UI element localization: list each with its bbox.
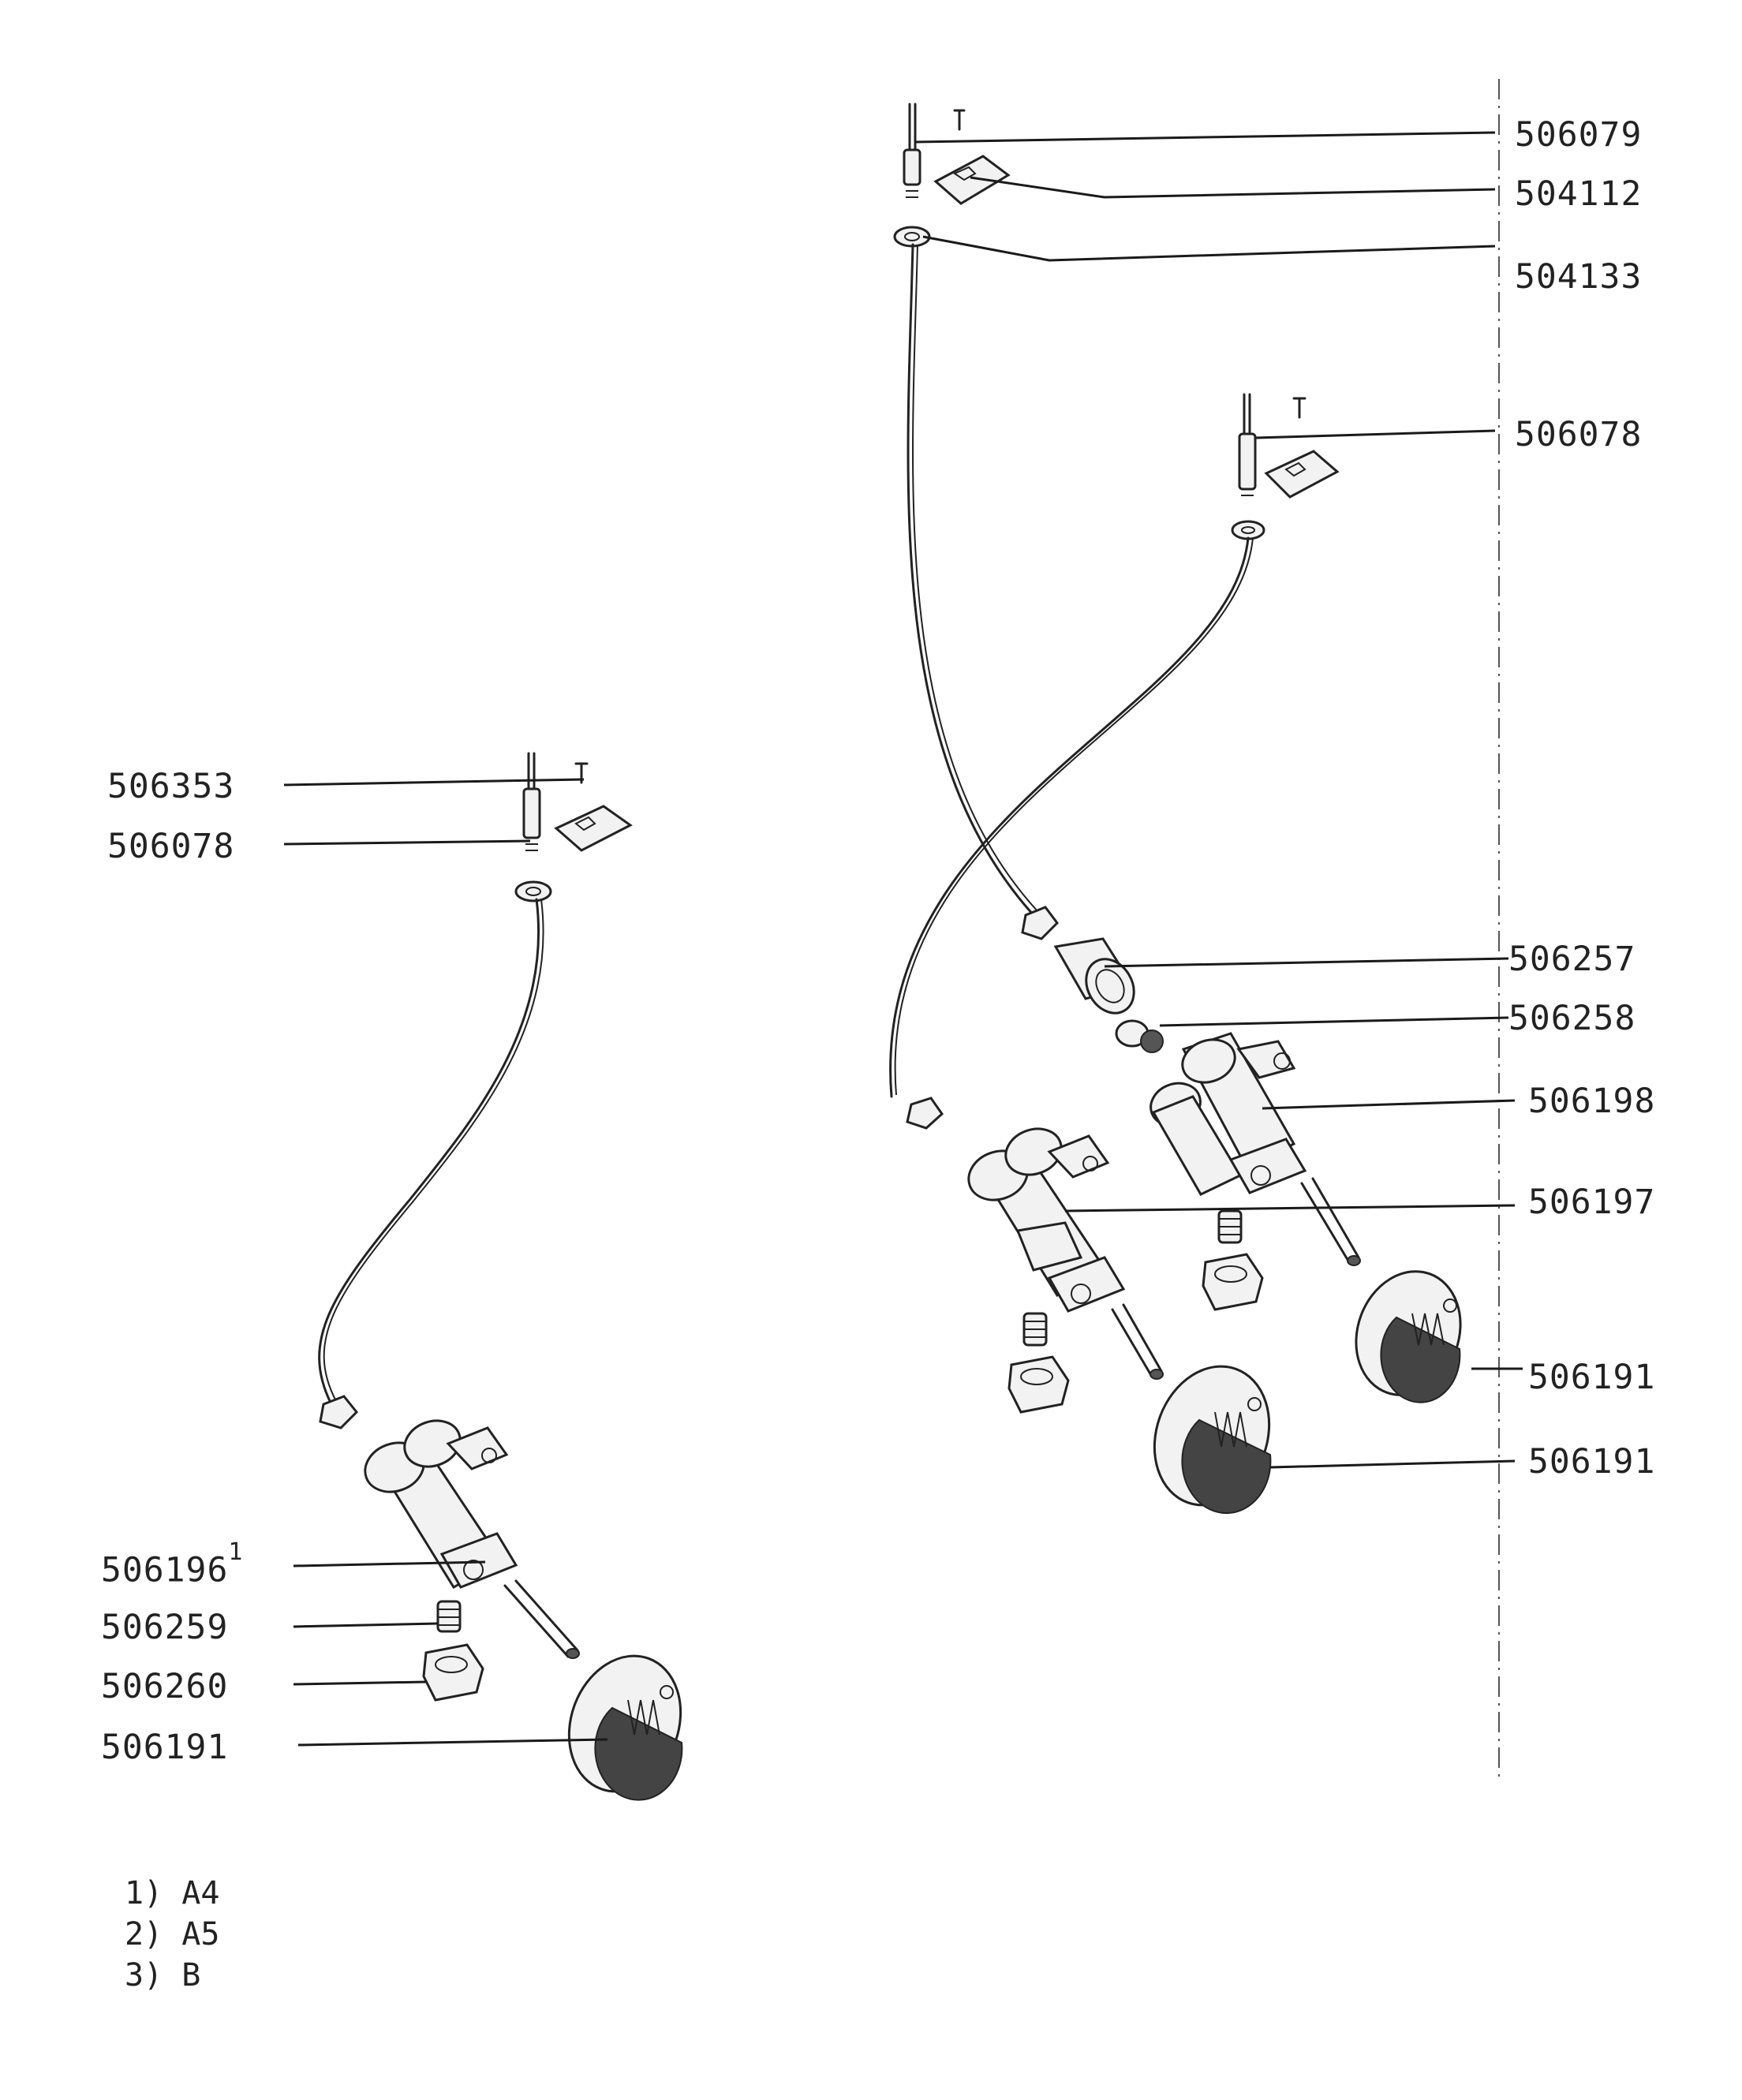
part-label-506078-left: 506078 [107, 827, 235, 866]
union-nut-right-b [906, 1097, 944, 1130]
part-label-506191-right-upper: 506191 [1528, 1358, 1656, 1397]
part-label-506079: 506079 [1515, 115, 1643, 155]
capillary-tube-left [318, 898, 540, 1406]
part-label-506191-right-lower: 506191 [1528, 1442, 1656, 1482]
footnote-marker-506196: 1 [228, 1538, 244, 1566]
capillary-tube-left-edge [323, 899, 544, 1402]
union-nut-right-a [1021, 906, 1059, 940]
part-label-506259: 506259 [101, 1608, 229, 1647]
gas-valve-506198 [1149, 1032, 1361, 1266]
part-label-506078-right: 506078 [1515, 415, 1643, 454]
part-label-506353: 506353 [107, 767, 235, 806]
part-label-506258: 506258 [1508, 999, 1636, 1038]
part-label-506260: 506260 [101, 1667, 229, 1706]
footnote-3: 3) B [125, 1957, 201, 1994]
part-label-506196: 5061961 [101, 1541, 243, 1590]
footnote-1: 1) A4 [125, 1875, 220, 1911]
part-label-506191-left: 506191 [101, 1728, 229, 1767]
capillary-tube-right-a [907, 243, 1035, 917]
union-nut-left [319, 1395, 359, 1429]
part-label-504133: 504133 [1515, 257, 1643, 297]
gas-valve-506197 [967, 1127, 1164, 1380]
part-label-504112: 504112 [1515, 174, 1643, 214]
part-label-506257: 506257 [1508, 940, 1636, 979]
thermocouple-probe-506079 [893, 103, 1011, 248]
control-knob-506191-right-a [1355, 1270, 1462, 1403]
control-knob-506191-right-b [1153, 1365, 1272, 1515]
part-number-506196: 506196 [101, 1550, 229, 1590]
footnote-2: 2) A5 [125, 1916, 220, 1952]
fitting-506258 [1115, 1019, 1164, 1053]
thermocouple-probe-506078-right [1231, 393, 1340, 540]
part-label-506197: 506197 [1528, 1183, 1656, 1222]
thermocouple-probe-506078-left [514, 752, 633, 902]
leader-lines [283, 131, 1523, 1747]
gas-valve-506196 [364, 1419, 580, 1659]
coupling-506257 [1053, 937, 1135, 1015]
capillary-tube-right-b [889, 536, 1250, 1098]
capillary-tube-right-b-edge [894, 537, 1254, 1096]
control-knob-506191-left [567, 1654, 683, 1801]
part-label-506198: 506198 [1528, 1082, 1656, 1121]
capillary-tube-right-a-edge [912, 244, 1039, 913]
